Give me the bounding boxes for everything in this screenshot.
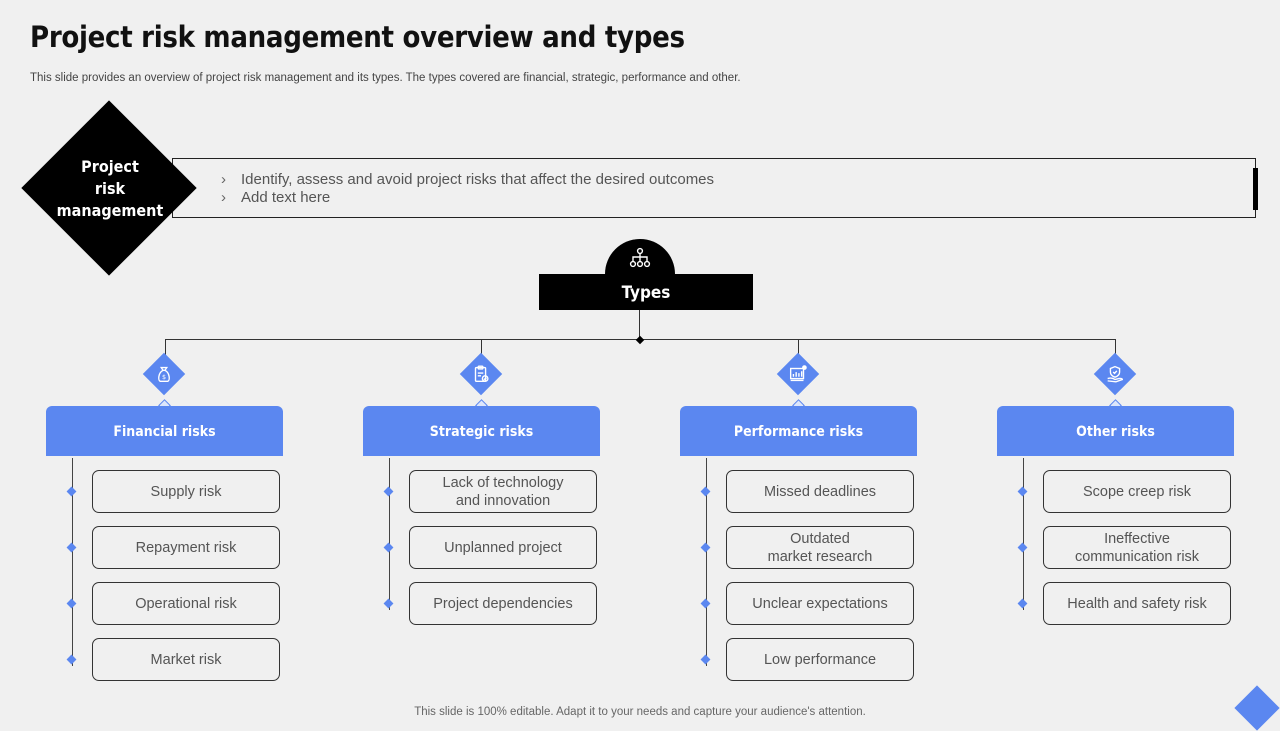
item-diamond xyxy=(66,654,77,665)
branch-line xyxy=(165,339,167,359)
risk-item: Unclear expectations xyxy=(726,582,914,625)
risk-item: Market risk xyxy=(92,638,280,681)
risk-item: Outdated market research xyxy=(726,526,914,569)
category-header-financial: Financial risks xyxy=(46,406,283,456)
presentation-chart-icon xyxy=(789,365,807,382)
prm-bullet-text: Identify, assess and avoid project risks… xyxy=(241,171,715,188)
prm-description-box xyxy=(172,158,1256,218)
connector-knot xyxy=(635,335,645,345)
items-line xyxy=(706,458,708,666)
items-line xyxy=(389,458,391,610)
branch-line xyxy=(481,339,483,359)
risk-item: Health and safety risk xyxy=(1043,582,1231,625)
category-header-strategic: Strategic risks xyxy=(363,406,600,456)
risk-item: Ineffective communication risk xyxy=(1043,526,1231,569)
risk-item: Project dependencies xyxy=(409,582,597,625)
risk-item: Supply risk xyxy=(92,470,280,513)
chevron-right-icon: › xyxy=(221,171,226,188)
svg-text:$: $ xyxy=(162,373,166,381)
item-diamond xyxy=(383,486,394,497)
item-diamond xyxy=(383,542,394,553)
category-header-other: Other risks xyxy=(997,406,1234,456)
item-diamond xyxy=(700,542,711,553)
item-diamond xyxy=(1017,486,1028,497)
item-diamond xyxy=(66,598,77,609)
page-subtitle: This slide provides an overview of proje… xyxy=(30,72,741,84)
clipboard-check-icon xyxy=(474,365,489,383)
risk-item: Scope creep risk xyxy=(1043,470,1231,513)
risk-item: Repayment risk xyxy=(92,526,280,569)
money-bag-icon: $ xyxy=(158,366,170,383)
prm-bullet-text: Add text here xyxy=(241,189,331,206)
item-diamond xyxy=(66,486,77,497)
prm-accent-bar xyxy=(1253,168,1258,210)
branch-line xyxy=(798,339,800,359)
types-connector xyxy=(639,310,641,340)
item-diamond xyxy=(1017,542,1028,553)
item-diamond xyxy=(700,486,711,497)
item-diamond xyxy=(700,654,711,665)
corner-decoration xyxy=(1234,685,1280,731)
page-title: Project risk management overview and typ… xyxy=(30,20,685,54)
hierarchy-icon xyxy=(629,247,651,268)
risk-item: Missed deadlines xyxy=(726,470,914,513)
items-line xyxy=(1023,458,1025,610)
item-diamond xyxy=(66,542,77,553)
branch-line xyxy=(1115,339,1117,359)
risk-item: Operational risk xyxy=(92,582,280,625)
risk-item: Unplanned project xyxy=(409,526,597,569)
category-header-performance: Performance risks xyxy=(680,406,917,456)
risk-item: Low performance xyxy=(726,638,914,681)
footer-note: This slide is 100% editable. Adapt it to… xyxy=(414,706,866,718)
risk-item: Lack of technology and innovation xyxy=(409,470,597,513)
item-diamond xyxy=(1017,598,1028,609)
hand-shield-icon xyxy=(1107,365,1124,383)
prm-label: Project risk management xyxy=(56,157,164,220)
prm-bullet: › Add text here xyxy=(221,189,330,206)
item-diamond xyxy=(700,598,711,609)
chevron-right-icon: › xyxy=(221,189,226,206)
item-diamond xyxy=(383,598,394,609)
types-label: Types xyxy=(539,274,753,310)
prm-bullet: › Identify, assess and avoid project risk… xyxy=(221,171,714,188)
items-line xyxy=(72,458,74,666)
